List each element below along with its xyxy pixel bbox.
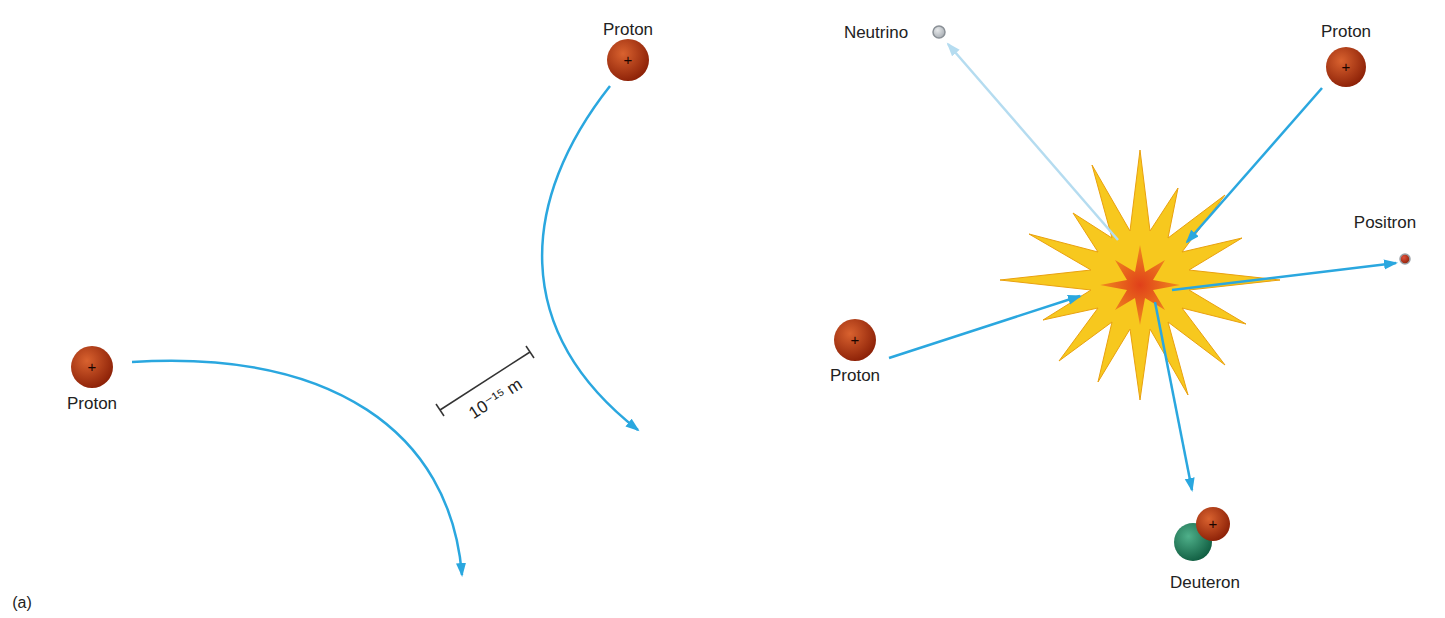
neutrino-particle: [933, 26, 945, 38]
positron-arrow: [1172, 263, 1396, 290]
trajectory: [132, 361, 462, 575]
charge-sign: +: [88, 359, 97, 374]
proton-particle: [71, 346, 113, 388]
proton-node: +Proton: [834, 319, 876, 361]
particle-label: Proton: [830, 366, 880, 386]
particle-label: Deuteron: [1170, 573, 1240, 593]
panel-label: (a): [12, 593, 32, 613]
dimension-label: 10⁻¹⁵ m: [466, 374, 527, 423]
particle-label: Proton: [67, 394, 117, 414]
fusion-burst: [1000, 150, 1280, 400]
deuteron-node: +Deuteron: [1174, 505, 1231, 561]
charge-sign: +: [851, 332, 860, 347]
deuteron-shape: [1174, 505, 1231, 561]
proton-particle: [1326, 47, 1366, 87]
proton-particle: [834, 319, 876, 361]
neutrino-shape: [933, 26, 945, 38]
particle-label: Proton: [1321, 22, 1371, 42]
neutrino-arrow: [948, 44, 1118, 240]
proton-node: +Proton: [607, 39, 649, 81]
charge-sign: +: [1342, 59, 1351, 74]
fusion-core: [1100, 245, 1180, 325]
proton-arrow: [1187, 88, 1322, 242]
charge-sign: +: [624, 52, 633, 67]
positron-shape: [1400, 254, 1410, 264]
deuteron-particle: [1196, 507, 1230, 541]
proton-particle: [607, 39, 649, 81]
positron-node: Positron: [1400, 254, 1410, 264]
charge-sign: +: [1209, 516, 1218, 531]
deuteron-arrow: [1155, 302, 1192, 490]
proton-node: +Proton: [1326, 47, 1366, 87]
particle-label: Positron: [1354, 213, 1416, 233]
particle-label: Neutrino: [844, 23, 908, 43]
positron-particle: [1400, 254, 1410, 264]
scale-tick: [526, 346, 534, 358]
trajectory: [542, 86, 638, 430]
particle-label: Proton: [603, 20, 653, 40]
neutrino-node: Neutrino: [933, 26, 945, 38]
proton-node: +Proton: [71, 346, 113, 388]
proton-arrow: [889, 296, 1080, 358]
scale-tick: [436, 404, 444, 416]
